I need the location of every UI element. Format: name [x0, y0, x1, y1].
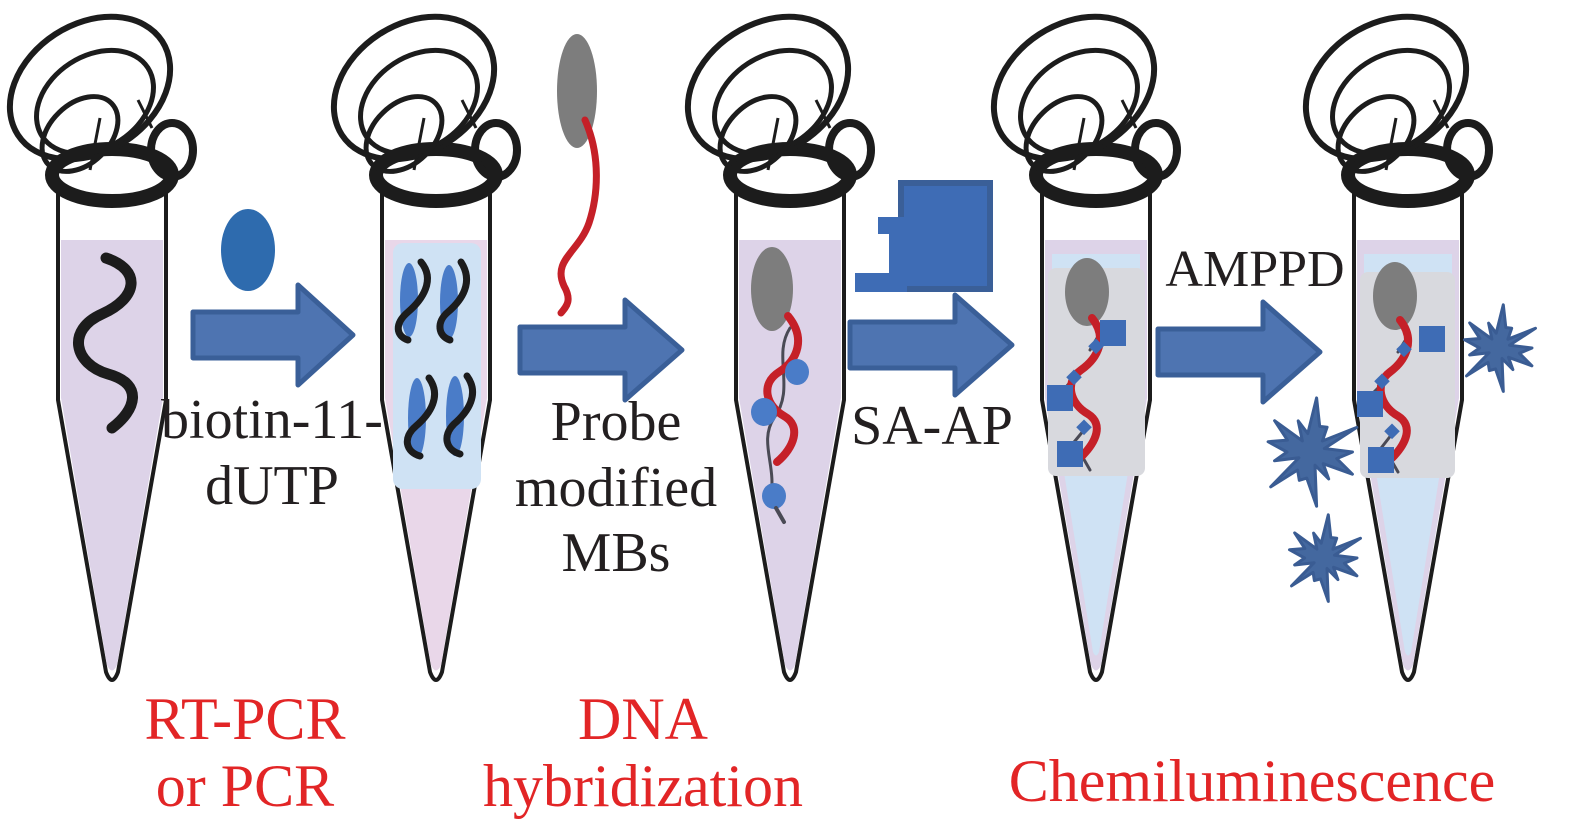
label-line: MBs — [561, 522, 671, 585]
biotin-strand-icon — [408, 378, 426, 458]
label-line: biotin-11- — [161, 389, 383, 451]
tube-2-biotin-labeled — [307, 0, 521, 682]
biotin-icon — [1066, 369, 1082, 386]
label-biotin-dutp: biotin-11- dUTP — [161, 388, 383, 519]
magnetic-bead-icon — [751, 247, 793, 331]
label-line: or PCR — [155, 753, 335, 820]
chemiluminescence-burst-icon — [1266, 396, 1359, 508]
label-line: SA-AP — [851, 395, 1013, 457]
biotin-icon — [751, 398, 777, 426]
dna-strand-icon — [394, 258, 431, 344]
chemiluminescence-burst-icon — [1288, 513, 1362, 603]
label-stage-chemiluminescence: Chemiluminescence — [1009, 748, 1496, 815]
label-line: hybridization — [483, 753, 803, 820]
sa-ap-enzyme-icon — [1368, 447, 1394, 473]
tube-3-hybridized — [661, 0, 875, 682]
probe-strand-icon — [557, 116, 600, 317]
label-line: dUTP — [205, 454, 339, 517]
label-line: AMPPD — [1165, 241, 1345, 298]
dna-strand-icon — [403, 374, 438, 460]
tube-4-sa-ap-bound — [967, 0, 1181, 682]
biotin-icon — [1076, 419, 1092, 436]
label-line: RT-PCR — [144, 686, 346, 752]
biotin-dutp-icon — [221, 209, 275, 291]
process-arrow-icon — [190, 282, 356, 388]
label-stage-rt-pcr: RT-PCR or PCR — [145, 686, 346, 820]
sa-ap-enzyme-icon — [1057, 441, 1083, 467]
enzyme-step — [878, 217, 907, 234]
label-stage-dna-hybridization: DNA hybridization — [483, 686, 803, 820]
dna-strand-icon — [73, 252, 138, 434]
biotin-icon — [1396, 341, 1412, 358]
tube-5-chemiluminescence — [1279, 0, 1493, 682]
sa-ap-enzyme-icon — [1357, 391, 1383, 417]
label-probe-modified-mbs: Probe modified MBs — [515, 390, 717, 587]
process-arrow-icon — [517, 297, 685, 403]
label-sa-ap: SA-AP — [851, 394, 1013, 460]
tube-1-pcr-product — [0, 0, 197, 682]
biotin-icon — [785, 359, 809, 385]
strand-tail — [774, 506, 786, 524]
dna-strand-icon — [443, 372, 476, 458]
probe-mb-icon — [557, 34, 600, 317]
probe-strand-icon — [763, 312, 802, 466]
label-line: DNA — [577, 686, 708, 752]
magnetic-bead-icon — [1373, 262, 1417, 330]
label-amppd: AMPPD — [1165, 240, 1344, 301]
enzyme-body — [898, 180, 993, 292]
biotin-icon — [1374, 373, 1390, 390]
sa-ap-enzyme-icon — [1100, 320, 1126, 346]
magnetic-bead-icon — [1065, 258, 1109, 326]
chemiluminescence-burst-icon — [1463, 303, 1537, 393]
label-line: Probe — [550, 391, 682, 453]
sa-ap-enzyme-icon — [855, 180, 993, 292]
process-arrow-icon — [847, 292, 1015, 398]
label-line: modified — [514, 456, 718, 519]
sa-ap-enzyme-icon — [1419, 326, 1445, 352]
biotin-icon — [1384, 423, 1400, 440]
process-arrow-icon — [1155, 299, 1323, 405]
biotin-icon — [762, 483, 786, 509]
enzyme-step — [889, 231, 907, 292]
sa-ap-enzyme-icon — [1047, 385, 1073, 411]
label-line: Chemiluminescence — [1008, 748, 1496, 814]
biotin-icon — [1088, 338, 1104, 355]
dna-strand-icon — [436, 258, 470, 344]
